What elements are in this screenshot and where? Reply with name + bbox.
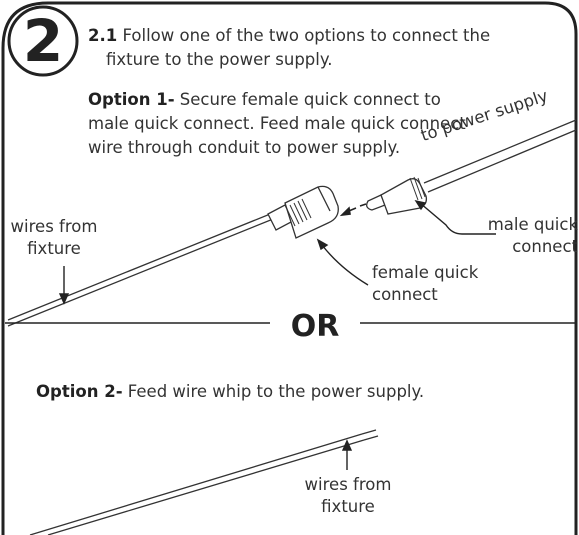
intro-line1: Follow one of the two options to connect… [122, 26, 491, 45]
leader-wires-from-fixture-upper [58, 266, 70, 305]
leader-female-quick-connect [316, 238, 369, 286]
wire-whip [29, 429, 379, 535]
male-quick-connect [366, 178, 428, 215]
connect-arrows [339, 203, 367, 217]
option1-line1: Secure female quick connect to [179, 90, 441, 109]
label-wires-from-2: wires from [304, 475, 392, 494]
label-fixture-1: fixture [27, 239, 81, 258]
label-male-quick-connect: male quick connect [478, 214, 579, 258]
option2-text: Option 2- Feed wire whip to the power su… [36, 380, 556, 404]
intro-text: 2.1 Follow one of the two options to con… [88, 24, 548, 72]
label-fixture-2: fixture [321, 497, 375, 516]
label-wires-from-upper: wires from fixture [4, 216, 104, 260]
step-circle [7, 5, 79, 77]
label-male-1: male quick [487, 215, 578, 234]
or-separator: OR [290, 309, 340, 344]
label-female-quick-connect: female quick connect [372, 262, 482, 306]
option1-title: Option 1- [88, 90, 175, 109]
label-wires-from-1: wires from [10, 217, 98, 236]
option1-line2: male quick connect. Feed male quick conn… [88, 114, 466, 133]
male-connector-ribs [409, 176, 426, 201]
step-number: 2 [22, 7, 64, 75]
label-female-1: female quick [372, 263, 479, 282]
option1-text: Option 1- Secure female quick connect to… [88, 88, 548, 160]
power-supply-wire [423, 119, 577, 193]
option2-title: Option 2- [36, 382, 123, 401]
option1-line3: wire through conduit to power supply. [88, 138, 401, 157]
intro-number: 2.1 [88, 26, 118, 45]
label-male-2: connect [512, 237, 578, 256]
leader-wires-from-fixture-lower [341, 439, 353, 470]
leader-male-quick-connect [414, 199, 496, 235]
option2-body: Feed wire whip to the power supply. [127, 382, 425, 401]
label-female-2: connect [372, 285, 438, 304]
label-wires-from-lower: wires from fixture [296, 474, 400, 518]
female-quick-connect [267, 185, 339, 239]
intro-line2: fixture to the power supply. [106, 50, 333, 69]
fixture-wire-upper [7, 207, 289, 327]
female-connector-ribs [285, 198, 312, 227]
